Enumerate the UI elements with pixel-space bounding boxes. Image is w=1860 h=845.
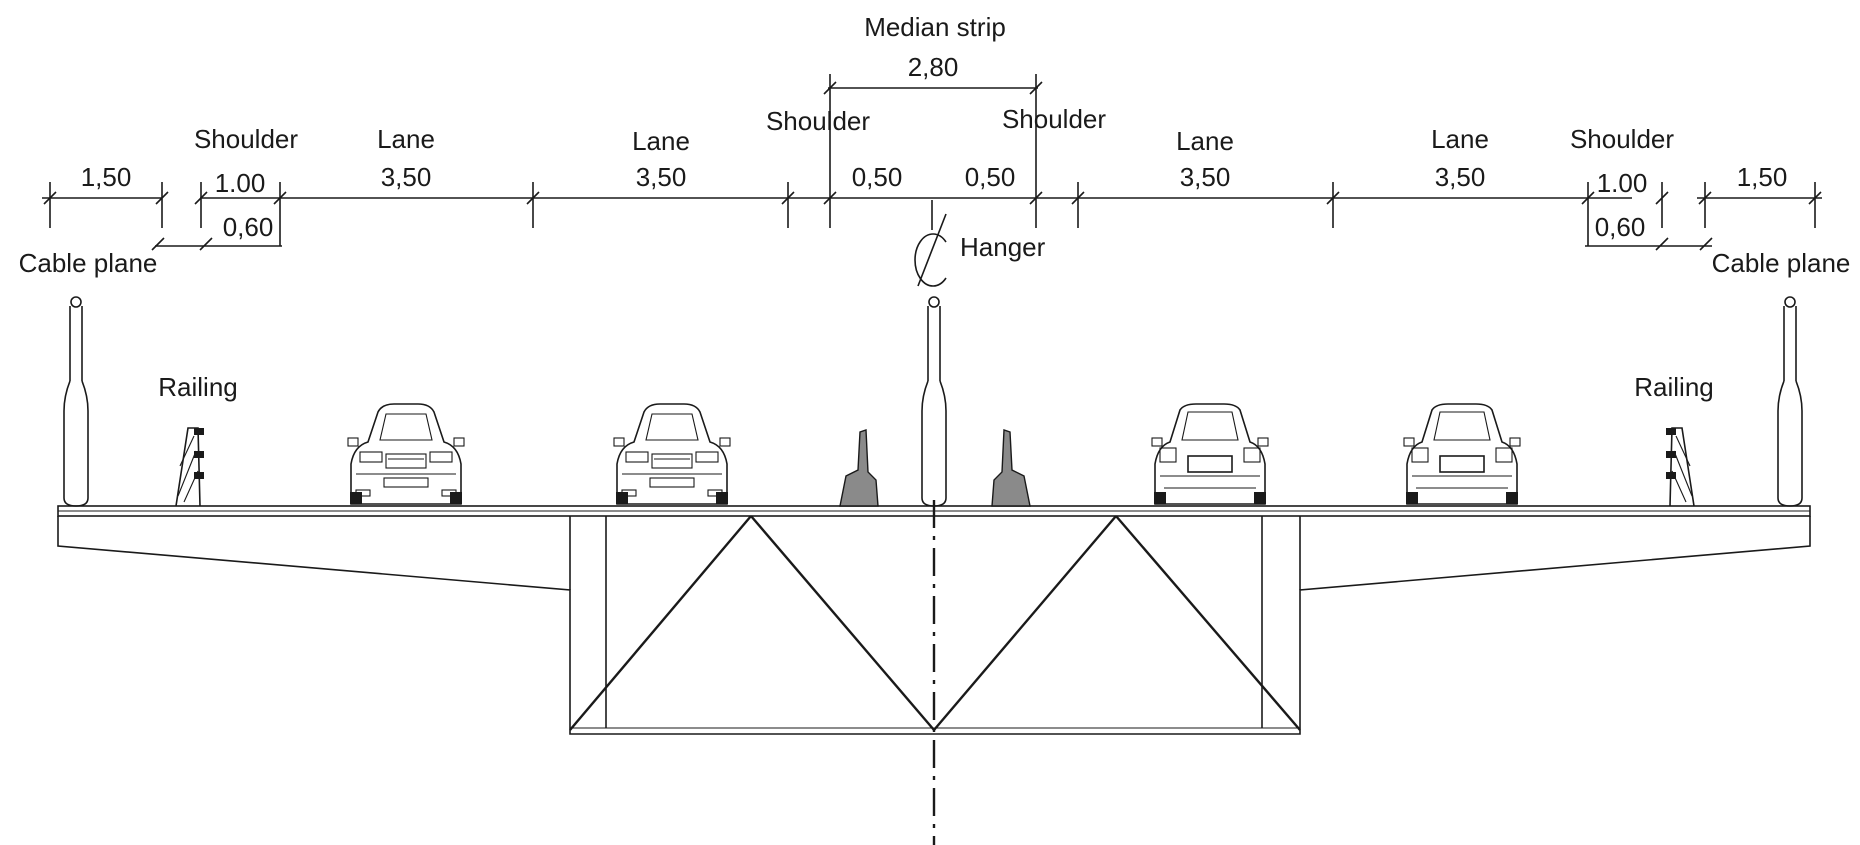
- label-lane-1: Lane: [377, 124, 435, 154]
- label-shoulder-4: Shoulder: [1570, 124, 1674, 154]
- label-cable-plane-right: Cable plane: [1712, 248, 1851, 278]
- label-hanger: Hanger: [960, 232, 1046, 262]
- cable-pylon-right: [1777, 296, 1803, 507]
- median-barrier-left: [839, 429, 879, 507]
- dim-median-half-left: 0,50: [852, 162, 903, 192]
- dim-lane-3: 3,50: [1180, 162, 1231, 192]
- centerline-icon: [914, 200, 947, 287]
- car-front-2: [613, 403, 731, 505]
- dim-median-strip: 2,80: [908, 52, 959, 82]
- label-shoulder-2: Shoulder: [766, 106, 870, 136]
- railing-right: [1657, 427, 1707, 507]
- dim-median-half-right: 0,50: [965, 162, 1016, 192]
- dim-shoulder-left: 1.00: [215, 168, 266, 198]
- label-railing-right: Railing: [1634, 372, 1714, 402]
- label-railing-left: Railing: [158, 372, 238, 402]
- car-rear-1: [1151, 403, 1269, 505]
- dim-lane-1: 3,50: [381, 162, 432, 192]
- label-lane-4: Lane: [1431, 124, 1489, 154]
- dimension-chain: [42, 74, 1822, 251]
- label-shoulder-3: Shoulder: [1002, 104, 1106, 134]
- median-barrier-right: [991, 429, 1031, 507]
- railing-left: [163, 427, 213, 507]
- label-median-strip: Median strip: [864, 12, 1006, 42]
- label-cable-plane-left: Cable plane: [19, 248, 158, 278]
- dim-offset-left: 0,60: [223, 212, 274, 242]
- car-front-1: [347, 403, 465, 505]
- label-lane-3: Lane: [1176, 126, 1234, 156]
- dim-lane-2: 3,50: [636, 162, 687, 192]
- dim-shoulder-right: 1.00: [1597, 168, 1648, 198]
- truss-diagonals: [569, 515, 1301, 731]
- label-shoulder-1: Shoulder: [194, 124, 298, 154]
- dim-cable-left: 1,50: [81, 162, 132, 192]
- dim-lane-4: 3,50: [1435, 162, 1486, 192]
- cable-pylon-left: [63, 296, 89, 507]
- hanger-pylon-center: [921, 296, 947, 507]
- car-rear-2: [1403, 403, 1521, 505]
- label-lane-2: Lane: [632, 126, 690, 156]
- dim-offset-right: 0,60: [1595, 212, 1646, 242]
- dim-cable-right: 1,50: [1737, 162, 1788, 192]
